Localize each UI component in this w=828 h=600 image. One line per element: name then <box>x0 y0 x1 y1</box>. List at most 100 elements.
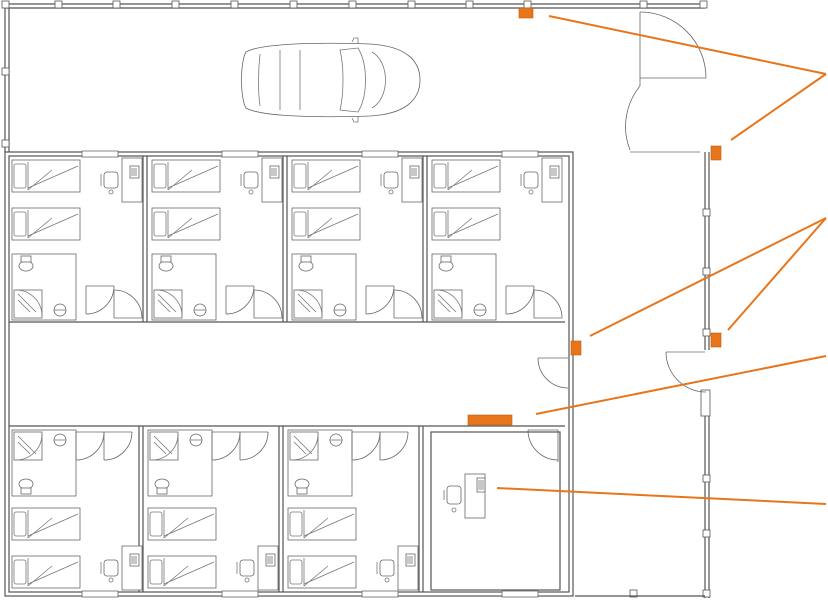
bed-icon <box>431 207 501 241</box>
bed-icon <box>147 555 217 589</box>
side-fence <box>575 152 711 598</box>
computer-icon <box>405 553 416 567</box>
chair-icon <box>100 559 119 583</box>
dorm-room <box>11 429 143 591</box>
computer-icon <box>265 553 276 567</box>
callout-line <box>727 217 827 331</box>
washbasin-icon <box>473 303 487 317</box>
bed-icon <box>287 507 357 541</box>
equipment-marker-icon <box>710 332 722 348</box>
computer-icon <box>269 165 280 179</box>
bathroom <box>11 253 77 321</box>
entry-door <box>537 357 569 389</box>
dorm-room <box>431 157 563 321</box>
toilet-icon <box>438 255 454 272</box>
windows <box>81 150 539 598</box>
chair-icon <box>380 171 399 195</box>
toilet-icon <box>18 478 34 495</box>
shower-icon <box>293 289 323 319</box>
chair-icon <box>240 171 259 195</box>
bed-icon <box>11 207 81 241</box>
callout-line <box>730 73 827 141</box>
washbasin-icon <box>333 303 347 317</box>
office-door <box>527 429 559 462</box>
desk-icon <box>541 157 563 203</box>
equipment-marker-icon <box>467 414 513 426</box>
perimeter-fence <box>1 0 708 152</box>
toilet-icon <box>298 255 314 272</box>
washbasin-icon <box>53 433 67 447</box>
main-gate <box>625 11 707 153</box>
computer-icon <box>409 165 420 179</box>
chair-icon <box>376 559 395 583</box>
office-chair <box>443 485 462 513</box>
dorm-rooms <box>11 157 563 591</box>
dorm-room <box>151 157 283 321</box>
bathroom <box>291 253 357 321</box>
door-icon <box>393 289 423 319</box>
toilet-icon <box>158 255 174 272</box>
bed-icon <box>11 507 81 541</box>
callout-line <box>535 355 827 415</box>
bed-icon <box>147 507 217 541</box>
door-icon <box>239 431 269 461</box>
bed-icon <box>291 159 361 193</box>
desk-icon <box>121 545 143 591</box>
toilet-icon <box>154 478 170 495</box>
bathroom <box>151 253 217 321</box>
shower-icon <box>149 431 179 461</box>
desk-icon <box>397 545 419 591</box>
computer-icon <box>476 477 486 493</box>
door-icon <box>533 289 563 319</box>
bed-icon <box>11 555 81 589</box>
bed-icon <box>291 207 361 241</box>
desk-icon <box>401 157 423 203</box>
building-walls <box>4 151 574 597</box>
door-icon <box>113 289 143 319</box>
computer-icon <box>129 553 140 567</box>
equipment-markers <box>467 7 722 426</box>
door-icon <box>85 285 115 315</box>
bed-icon <box>151 159 221 193</box>
equipment-marker-icon <box>570 340 582 356</box>
toilet-icon <box>18 255 34 272</box>
equipment-marker-icon <box>518 7 534 19</box>
desk-icon <box>261 157 283 203</box>
door-icon <box>365 285 395 315</box>
side-gate <box>665 351 707 393</box>
shower-icon <box>13 431 43 461</box>
shower-icon <box>289 431 319 461</box>
door-icon <box>379 431 409 461</box>
door-icon <box>351 431 381 461</box>
shower-icon <box>153 289 183 319</box>
dorm-room <box>147 429 279 591</box>
bathroom <box>11 429 77 497</box>
shower-icon <box>433 289 463 319</box>
callout-line <box>548 15 827 75</box>
computer-icon <box>129 165 140 179</box>
chair-icon <box>236 559 255 583</box>
washbasin-icon <box>193 303 207 317</box>
car-icon <box>241 37 421 123</box>
equipment-marker-icon <box>710 145 722 161</box>
dorm-room <box>287 429 419 591</box>
bed-icon <box>431 159 501 193</box>
computer-icon <box>549 165 560 179</box>
door-icon <box>103 431 133 461</box>
shower-icon <box>13 289 43 319</box>
callout-lines <box>496 15 827 505</box>
door-icon <box>211 431 241 461</box>
bathroom <box>287 429 353 497</box>
bed-icon <box>287 555 357 589</box>
callout-line <box>589 217 827 337</box>
dorm-room <box>291 157 423 321</box>
door-icon <box>505 285 535 315</box>
callout-line <box>496 487 827 505</box>
bed-icon <box>151 207 221 241</box>
bed-icon <box>11 159 81 193</box>
door-icon <box>75 431 105 461</box>
washbasin-icon <box>189 433 203 447</box>
toilet-icon <box>294 478 310 495</box>
dorm-room <box>11 157 143 321</box>
desk-icon <box>257 545 279 591</box>
